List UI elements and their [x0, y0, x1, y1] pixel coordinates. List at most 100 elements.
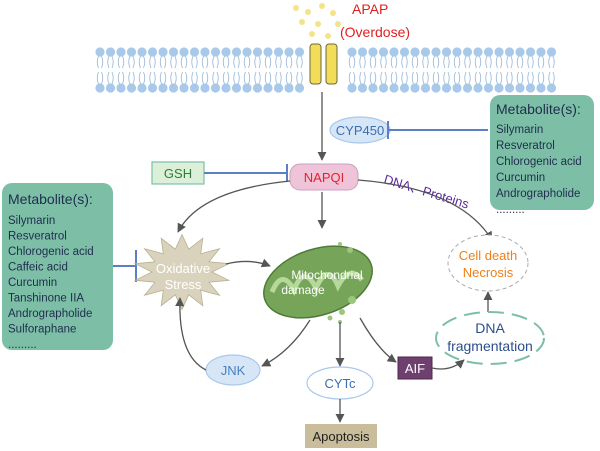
lipid-head — [536, 83, 546, 93]
lipid-tail — [369, 71, 377, 85]
lipid-tail — [527, 55, 534, 69]
lipid-head — [179, 47, 189, 57]
lipid-head — [546, 47, 557, 57]
mito-label-2: damage — [281, 283, 325, 297]
lipid-tail — [495, 55, 503, 69]
lipid-head — [378, 83, 389, 93]
lipid-tail — [359, 71, 366, 85]
lipid-head — [357, 47, 368, 57]
cyp450-label: CYP450 — [336, 123, 384, 138]
lipid-head — [137, 47, 147, 57]
metabolite-item: Caffeic acid — [8, 262, 68, 274]
gsh-label: GSH — [164, 166, 192, 181]
lipid-head — [116, 83, 126, 93]
lipid-head — [420, 47, 431, 57]
lipid-head — [399, 83, 410, 93]
lipid-tail — [411, 71, 419, 85]
lipid-tail — [159, 55, 167, 69]
lipid-head — [389, 83, 399, 93]
lipid-head — [515, 83, 525, 93]
lipid-tail — [464, 71, 471, 85]
napqi-node — [289, 163, 359, 191]
lipid-tail — [180, 55, 188, 69]
lipid-tail — [180, 71, 188, 85]
lipid-head — [147, 47, 158, 57]
lipid-head — [126, 47, 137, 57]
lipid-head — [389, 47, 399, 57]
lipid-tail — [243, 55, 251, 69]
lipid-tail — [128, 71, 135, 85]
lipid-tail — [222, 55, 230, 69]
lipid-tail — [548, 55, 555, 69]
lipid-tail — [275, 55, 282, 69]
aif-label: AIF — [405, 361, 425, 376]
lipid-head — [420, 83, 431, 93]
metabolite-item: Andrographolide — [8, 308, 92, 320]
lipid-tail — [285, 71, 293, 85]
lipid-head — [221, 83, 231, 93]
lipid-head — [158, 47, 168, 57]
arrow-napqi-oxidative — [177, 180, 291, 233]
lipid-head — [210, 47, 221, 57]
lipid-head — [189, 83, 200, 93]
lipid-tail — [149, 55, 156, 69]
lipid-head — [347, 83, 357, 93]
lipid-head — [210, 83, 221, 93]
metabolite-item: ......... — [8, 339, 37, 351]
lipid-tail — [212, 55, 219, 69]
apap-label: APAP — [352, 1, 388, 17]
lipid-head — [200, 83, 210, 93]
lipid-head — [294, 83, 305, 93]
cell-death-label-1: Cell death — [459, 248, 518, 263]
lipid-head — [462, 47, 473, 57]
lipid-head — [494, 83, 504, 93]
lipid-head — [168, 47, 179, 57]
lipid-head — [504, 47, 515, 57]
lipid-tail — [170, 55, 177, 69]
apap-molecules-icon — [293, 3, 341, 39]
lipid-head — [105, 83, 116, 93]
lipid-head — [200, 47, 210, 57]
lipid-head — [515, 47, 525, 57]
dna-fragmentation-node — [435, 311, 545, 365]
lipid-tail — [348, 71, 356, 85]
lipid-tail — [443, 55, 450, 69]
lipid-head — [525, 47, 536, 57]
metabolite-item: Chlorogenic acid — [8, 246, 94, 258]
oxidative-label-1: Oxidative — [156, 261, 210, 276]
oxidative-stress-burst-icon — [133, 233, 231, 311]
lipid-head — [137, 83, 147, 93]
lipid-tail — [201, 55, 209, 69]
lipid-tail — [527, 71, 534, 85]
inhibit-gsh — [204, 164, 288, 182]
lipid-tail — [296, 71, 303, 85]
lipid-tail — [453, 71, 461, 85]
lipid-tail — [233, 71, 240, 85]
cytc-label: CYTc — [324, 376, 356, 391]
lipid-head — [494, 47, 504, 57]
lipid-tail — [275, 71, 282, 85]
lipid-head — [431, 83, 441, 93]
lipid-head — [441, 83, 452, 93]
lipid-head — [462, 83, 473, 93]
inhibit-oxidative — [113, 250, 137, 282]
lipid-tail — [380, 55, 387, 69]
lipid-head — [126, 83, 137, 93]
arrow-jnk-oxidative — [175, 297, 207, 371]
lipid-head — [263, 83, 273, 93]
lipid-tail — [537, 71, 545, 85]
lipid-head — [452, 83, 462, 93]
cell-death-node — [447, 234, 529, 292]
lipid-tail — [485, 55, 492, 69]
metabolite-item: ......... — [496, 204, 525, 216]
lipid-tail — [506, 55, 513, 69]
lipid-tail — [495, 71, 503, 85]
lipid-tail — [107, 55, 114, 69]
metabolite-item: Resveratrol — [8, 231, 67, 243]
lipid-tail — [548, 71, 555, 85]
lipid-head — [347, 47, 357, 57]
lipid-tail — [485, 71, 492, 85]
lipid-head — [252, 47, 263, 57]
lipid-head — [147, 83, 158, 93]
lipid-tail — [348, 55, 356, 69]
